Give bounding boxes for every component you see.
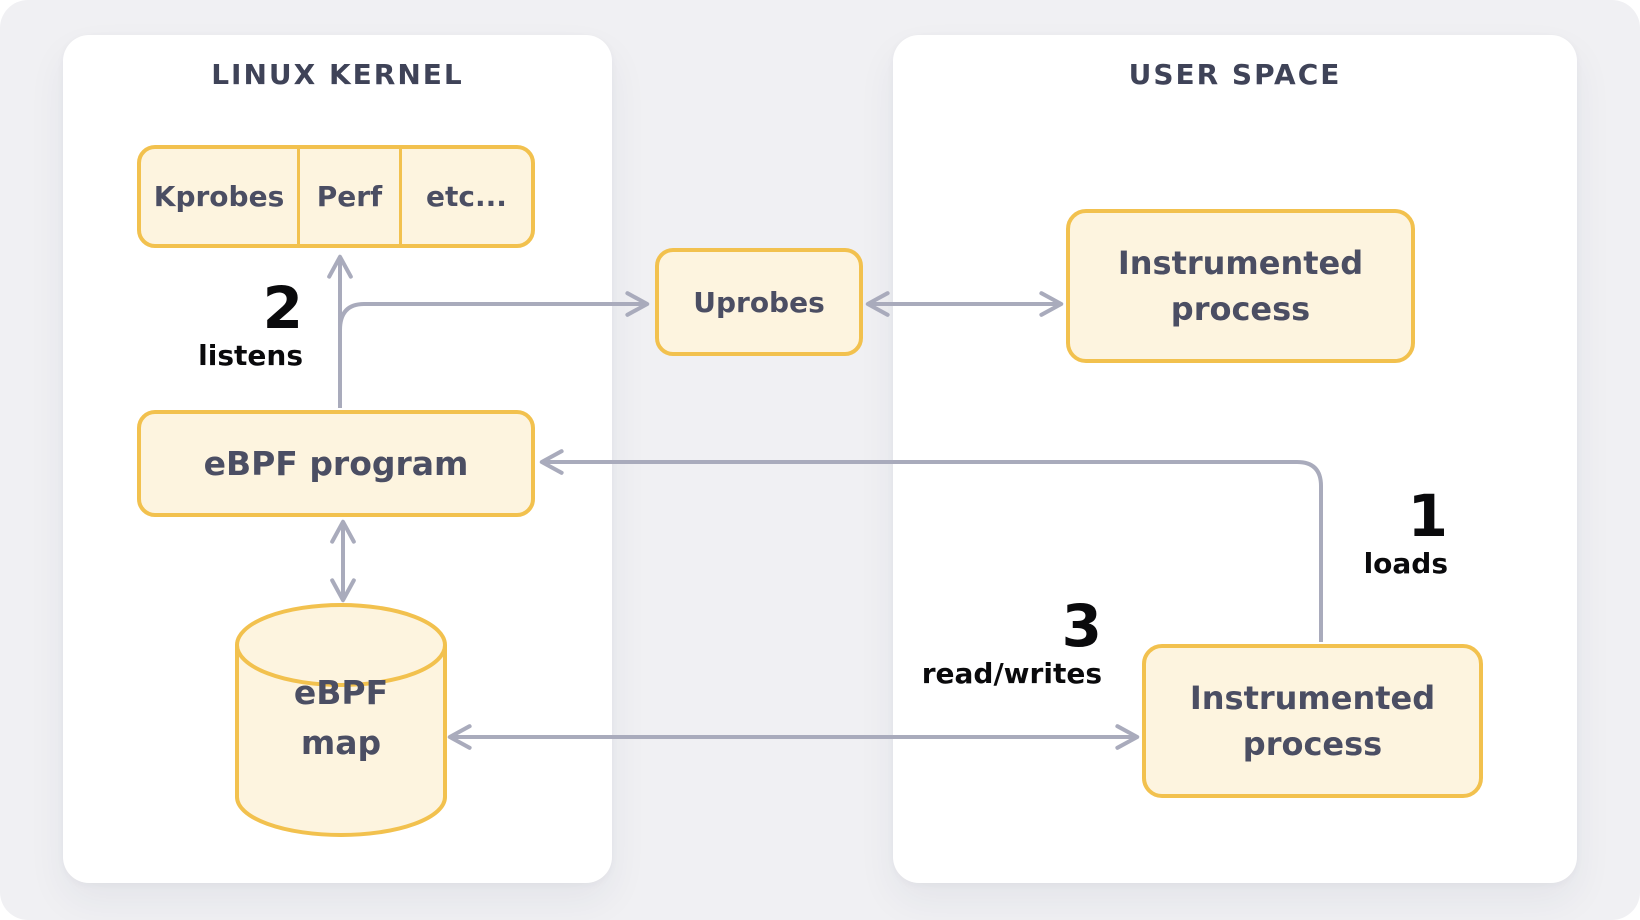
- linux-kernel-title: LINUX KERNEL: [211, 58, 464, 91]
- step-1-loads-label: 1 loads: [1208, 486, 1448, 582]
- step-3-caption: read/writes: [921, 657, 1102, 690]
- step-2-caption: listens: [198, 339, 303, 372]
- step-3-read-writes-label: 3 read/writes: [862, 596, 1102, 692]
- user-space-title: USER SPACE: [1128, 58, 1342, 91]
- kprobes-cell: Kprobes: [141, 149, 300, 244]
- etc-cell: etc...: [426, 180, 507, 213]
- step-1-number: 1: [1407, 482, 1448, 550]
- uprobes-box: Uprobes: [655, 248, 863, 356]
- ebpf-map-label: eBPF map: [293, 673, 389, 762]
- step-2-listens-label: 2 listens: [63, 278, 303, 374]
- kernel-probe-sources-box: Kprobes Perf etc...: [137, 145, 535, 248]
- step-2-number: 2: [262, 274, 303, 342]
- ebpf-program-box: eBPF program: [137, 410, 535, 517]
- instrumented-process-top-box: Instrumented process: [1066, 209, 1415, 363]
- instrumented-process-bottom-box: Instrumented process: [1142, 644, 1483, 798]
- perf-cell: Perf: [300, 149, 402, 244]
- step-1-caption: loads: [1363, 547, 1448, 580]
- step-3-number: 3: [1061, 592, 1102, 660]
